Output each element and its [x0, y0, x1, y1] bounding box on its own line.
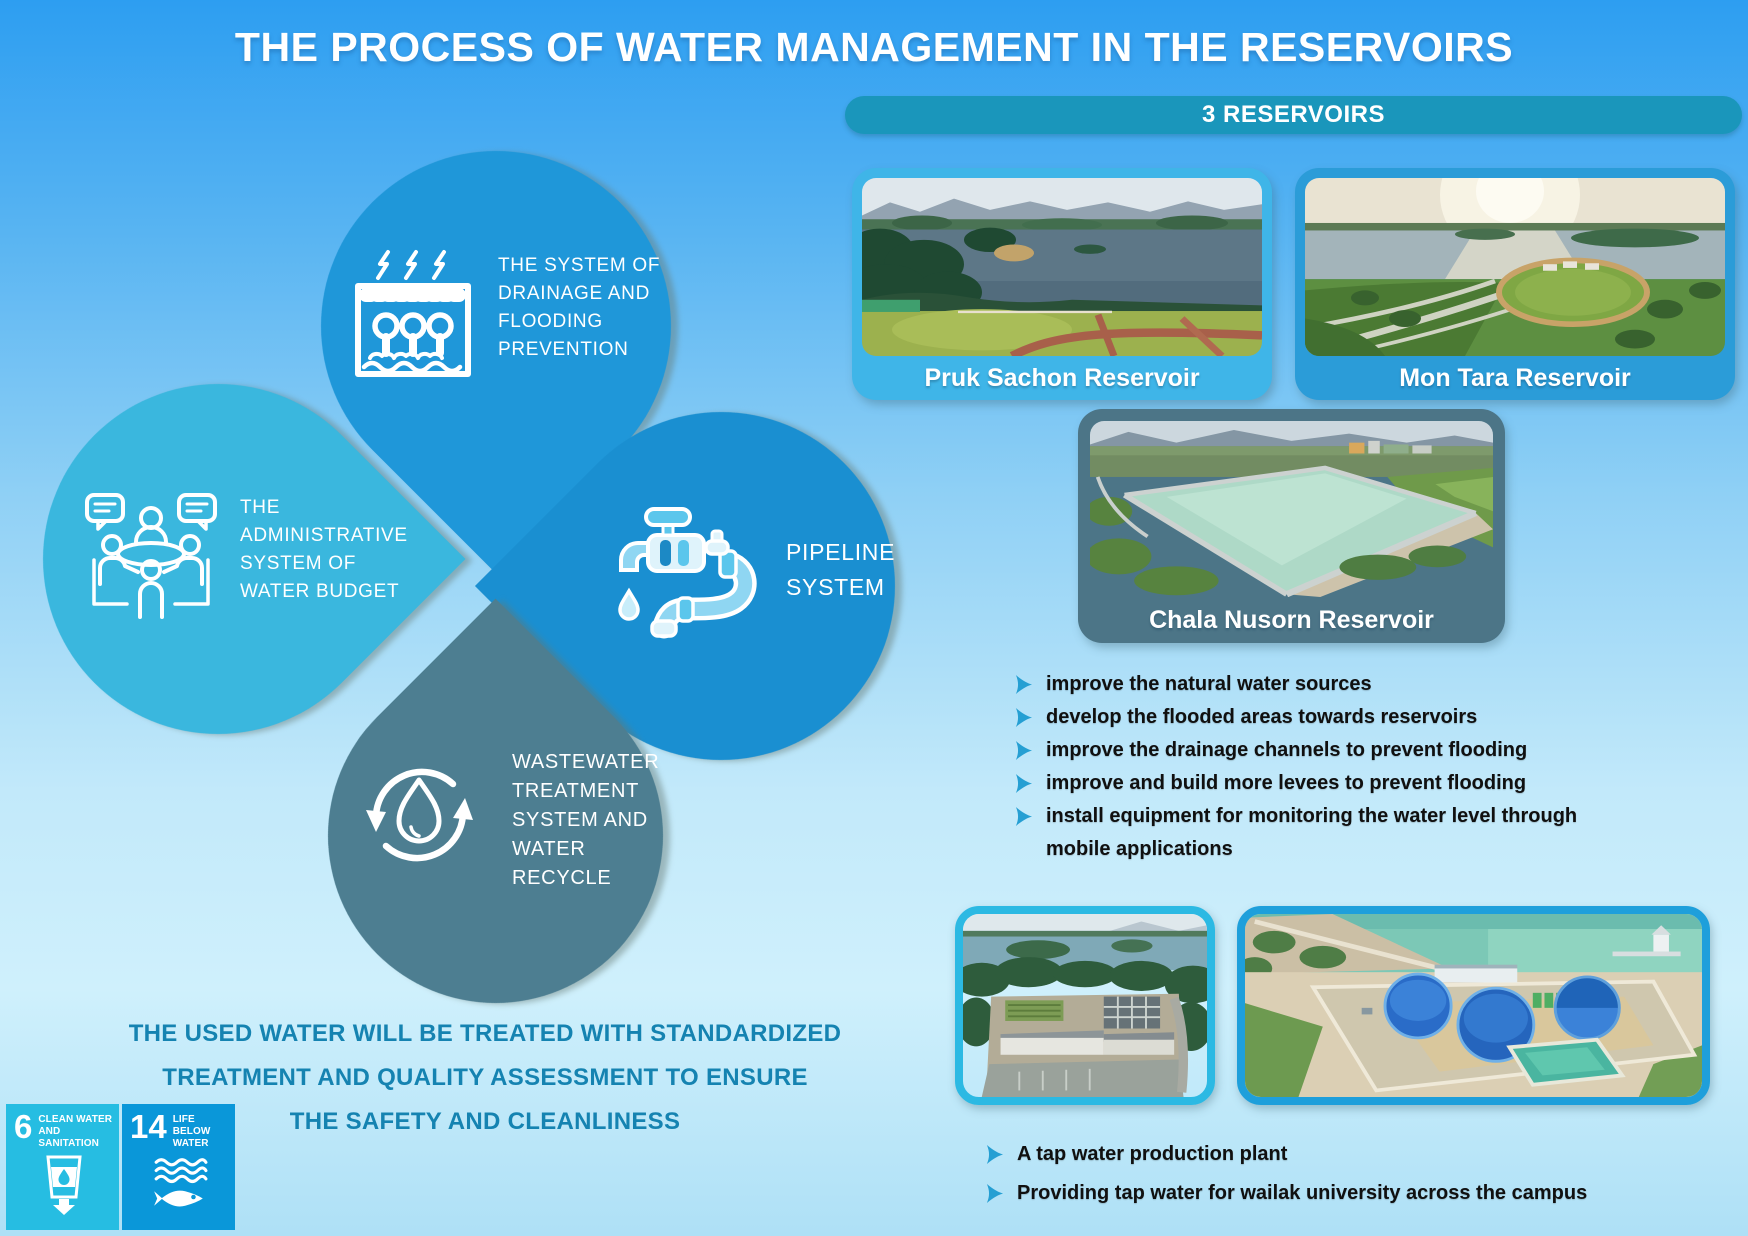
arrow-bullet-icon — [986, 1184, 1004, 1203]
tap-water-list: A tap water production plant Providing t… — [985, 1138, 1715, 1216]
pruk-sachon-photo — [862, 178, 1262, 356]
faucet-pipes-icon — [616, 505, 760, 641]
arrow-bullet-icon — [986, 1145, 1004, 1164]
chala-nusorn-photo — [1090, 421, 1493, 597]
sdg-label: CLEAN WATER AND SANITATION — [38, 1114, 113, 1149]
reservoirs-banner-label: 3 RESERVOIRS — [1202, 101, 1385, 128]
drop-label-drainage: THE SYSTEM OF DRAINAGE AND FLOODING PREV… — [498, 255, 661, 360]
list-item: improve the natural water sources — [1014, 668, 1674, 701]
list-item: improve the drainage channels to prevent… — [1014, 734, 1674, 767]
treatment-statement: THE USED WATER WILL BE TREATED WITH STAN… — [128, 1020, 842, 1135]
sdg14-badge: 14 LIFE BELOW WATER — [122, 1104, 235, 1230]
drop-label-pipeline: PIPELINE SYSTEM — [786, 539, 896, 600]
reservoir-card-chala-nusorn: Chala Nusorn Reservoir — [1078, 409, 1505, 643]
list-item: develop the flooded areas towards reserv… — [1014, 701, 1674, 734]
fish-icon — [130, 1155, 229, 1211]
arrow-bullet-icon — [1015, 807, 1033, 826]
arrow-bullet-icon — [1015, 774, 1033, 793]
reservoir-name: Mon Tara Reservoir — [1399, 364, 1631, 392]
arrow-bullet-icon — [1015, 708, 1033, 727]
arrow-bullet-icon — [1015, 675, 1033, 694]
sdg6-badge: 6 CLEAN WATER AND SANITATION — [6, 1104, 119, 1230]
list-item: A tap water production plant — [985, 1138, 1715, 1171]
reservoir-name: Pruk Sachon Reservoir — [924, 364, 1200, 392]
treatment-tanks-photo — [1237, 906, 1710, 1105]
meeting-icon — [84, 492, 218, 619]
floodgate-icon — [348, 246, 478, 382]
list-item: improve and build more levees to prevent… — [1014, 767, 1674, 800]
mon-tara-photo — [1305, 178, 1725, 356]
sdg-number: 6 — [14, 1108, 33, 1145]
sdg-number: 14 — [130, 1108, 167, 1145]
drop-label-wastewater: WASTEWATER TREATMENT SYSTEM AND WATER RE… — [512, 751, 660, 889]
list-item: Providing tap water for wailak universit… — [985, 1177, 1715, 1210]
reservoir-name: Chala Nusorn Reservoir — [1149, 606, 1434, 634]
list-item: install equipment for monitoring the wat… — [1014, 800, 1674, 866]
reservoir-card-mon-tara: Mon Tara Reservoir — [1295, 168, 1735, 400]
sdg-label: LIFE BELOW WATER — [172, 1114, 211, 1149]
tap-water-plant-photo — [955, 906, 1215, 1105]
reservoir-card-pruk-sachon: Pruk Sachon Reservoir — [852, 168, 1272, 400]
drop-label-administrative: THE ADMINISTRATIVE SYSTEM OF WATER BUDGE… — [240, 497, 408, 602]
arrow-bullet-icon — [1015, 741, 1033, 760]
water-glass-icon — [14, 1155, 113, 1217]
recycle-drop-icon — [352, 750, 487, 880]
reservoirs-banner: 3 RESERVOIRS — [845, 96, 1742, 134]
page-title: THE PROCESS OF WATER MANAGEMENT IN THE R… — [234, 24, 1514, 70]
reservoir-actions-list: improve the natural water sources develo… — [1014, 668, 1674, 866]
